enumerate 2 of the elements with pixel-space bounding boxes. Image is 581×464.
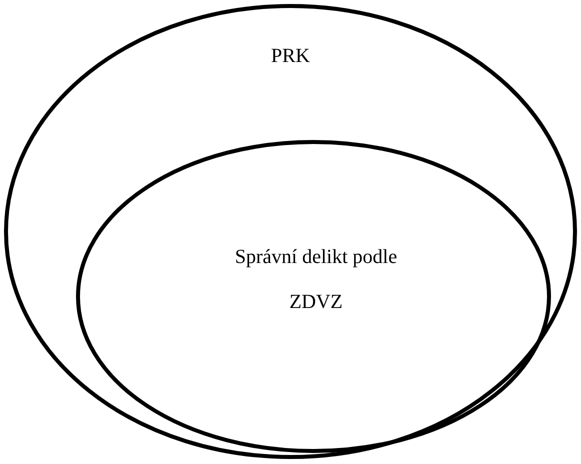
ellipse-label: Správní delikt podle ZDVZ bbox=[234, 245, 398, 315]
ellipse-label: PRK bbox=[270, 44, 311, 69]
